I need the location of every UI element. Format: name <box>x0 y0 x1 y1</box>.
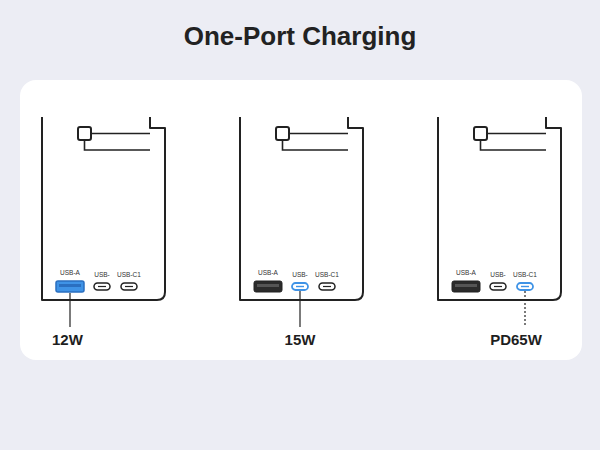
port-label: USB-A <box>456 270 476 277</box>
charger-1 <box>42 117 165 327</box>
panel <box>20 80 582 360</box>
port-label: USB-C1 <box>315 272 339 279</box>
port-label: USB- <box>94 272 110 279</box>
port-label: USB-A <box>258 270 278 277</box>
power-rating: 15W <box>285 332 316 347</box>
port-label: USB-A <box>60 270 80 277</box>
port-label: USB- <box>292 272 308 279</box>
port-label: USB- <box>490 272 506 279</box>
port-label: USB-C1 <box>117 272 141 279</box>
power-rating: PD65W <box>490 332 542 347</box>
power-rating: 12W <box>52 332 83 347</box>
charger-2 <box>240 117 363 327</box>
charger-3 <box>438 117 561 327</box>
port-label: USB-C1 <box>513 272 537 279</box>
title: One-Port Charging <box>184 23 417 49</box>
